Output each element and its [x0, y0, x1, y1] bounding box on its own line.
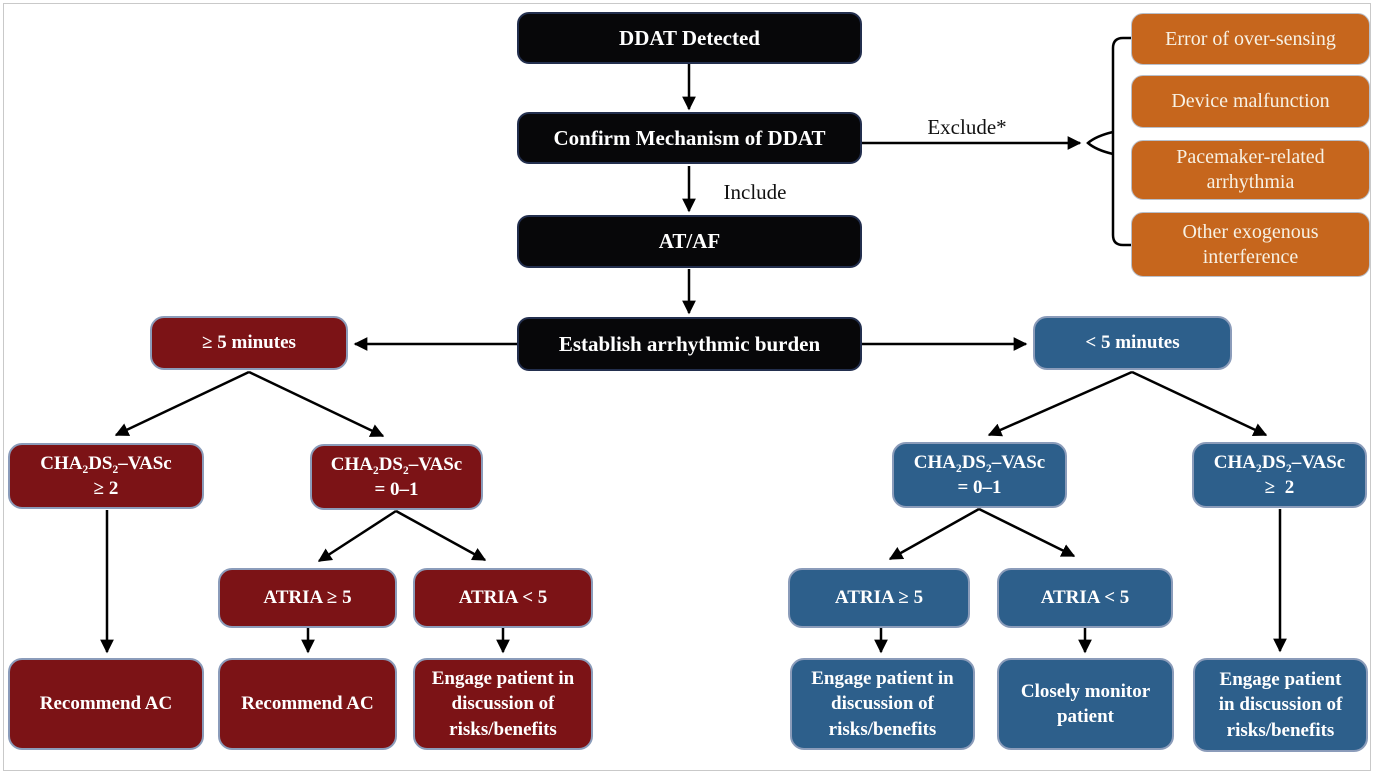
exclusion-bracket	[1111, 36, 1131, 247]
node-ge5-minutes: ≥ 5 minutes	[150, 316, 348, 370]
node-lt5-minutes: < 5 minutes	[1033, 316, 1232, 370]
edge-label-exclude: Exclude*	[927, 115, 1007, 139]
node-blue-engage-patient-2: Engage patient in discussion of risks/be…	[1193, 658, 1368, 752]
arrow-lt5-to-chads-01	[987, 370, 1133, 437]
node-confirm-mechanism: Confirm Mechanism of DDAT	[517, 112, 862, 164]
edge-label-include: Include	[723, 180, 787, 204]
node-blue-chads-ge2: CHA₂DS₂–VASc ≥ 2	[1192, 442, 1367, 508]
node-red-chads-0-1: CHA₂DS₂–VASc = 0–1	[310, 444, 483, 510]
node-exclusion-pacemaker-arrhythmia: Pacemaker-related arrhythmia	[1131, 140, 1370, 200]
node-blue-atria-lt5: ATRIA < 5	[997, 568, 1173, 628]
arrow-ge5-to-chads-01	[248, 370, 385, 438]
node-red-chads-ge2: CHA₂DS₂–VASc ≥ 2	[8, 443, 204, 509]
node-ddat-detected: DDAT Detected	[517, 12, 862, 64]
node-closely-monitor: Closely monitor patient	[997, 658, 1174, 750]
node-blue-engage-patient-1: Engage patient in discussion of risks/be…	[790, 658, 975, 750]
arrow-ge5-to-chads-ge2	[114, 370, 250, 437]
node-red-atria-ge5: ATRIA ≥ 5	[218, 568, 397, 628]
node-establish-burden: Establish arrhythmic burden	[517, 317, 862, 371]
node-red-atria-lt5: ATRIA < 5	[413, 568, 593, 628]
node-red-engage-patient: Engage patient in discussion of risks/be…	[413, 658, 593, 750]
node-exclusion-device-malfunction: Device malfunction	[1131, 75, 1370, 128]
arrow-bchads01-to-atria-ge5	[888, 507, 980, 561]
node-exclusion-oversensing: Error of over-sensing	[1131, 13, 1370, 65]
arrow-chads01-to-atria-ge5	[317, 509, 397, 563]
arrow-bchads01-to-atria-lt5	[978, 507, 1076, 558]
node-blue-atria-ge5: ATRIA ≥ 5	[788, 568, 970, 628]
node-at-af: AT/AF	[517, 215, 862, 268]
arrow-lt5-to-chads-ge2	[1131, 370, 1268, 437]
arrow-chads01-to-atria-lt5	[395, 509, 487, 562]
node-exclusion-exogenous-interference: Other exogenous interference	[1131, 212, 1370, 277]
node-recommend-ac-2: Recommend AC	[218, 658, 397, 750]
bracket-flare	[1086, 130, 1114, 156]
node-recommend-ac-1: Recommend AC	[8, 658, 204, 750]
node-blue-chads-0-1: CHA₂DS₂–VASc = 0–1	[892, 442, 1067, 508]
